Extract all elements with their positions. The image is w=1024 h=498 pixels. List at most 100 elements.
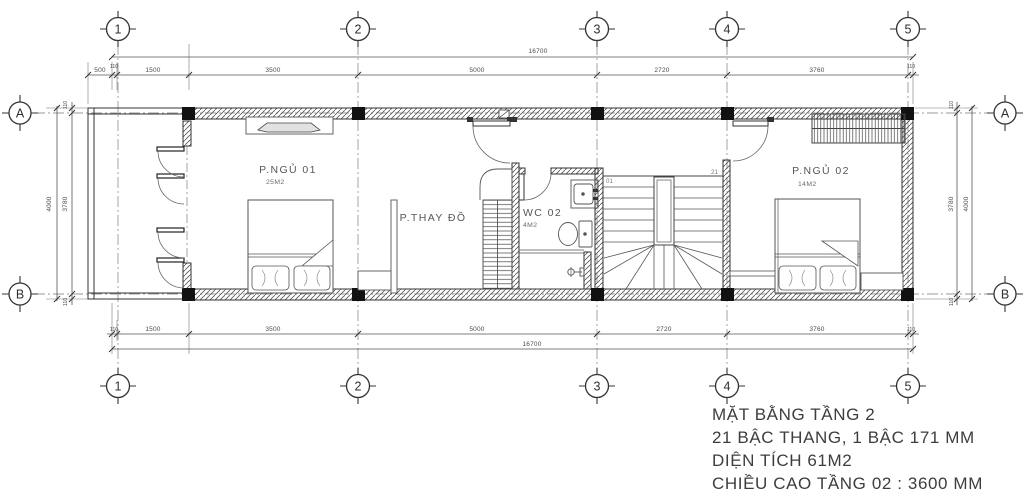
- dim-left-4000: 4000: [46, 196, 53, 211]
- dimension-top: 16700 500 110 1500 3500 5000 2720 3760 1…: [84, 44, 919, 104]
- blanket-fold: [820, 240, 859, 267]
- title-line-3: DIỆN TÍCH 61M2: [712, 451, 852, 470]
- bed-2: [774, 198, 861, 294]
- partition-panel: [390, 199, 398, 294]
- dressing-door: [467, 117, 517, 164]
- room-area-wc: 4M2: [523, 222, 537, 229]
- grid-bubble-1-top: 1: [115, 23, 122, 37]
- nightstand: [860, 272, 904, 291]
- title-line-4: CHIỀU CAO TẦNG 02 : 3600 MM: [712, 474, 983, 493]
- dim-bot-2720: 2720: [656, 326, 671, 333]
- dim-top-110b: 110: [907, 64, 915, 70]
- room-area-bed1: 25M2: [266, 179, 285, 186]
- dimension-right: 3780 4000 110 110: [915, 101, 978, 306]
- grid-bubble-4-top: 4: [724, 23, 731, 37]
- title-block: MẶT BẰNG TẦNG 2 21 BẬC THANG, 1 BẬC 171 …: [712, 405, 983, 493]
- grid-bubble-3-bottom: 3: [594, 380, 601, 394]
- dim-top-2720: 2720: [654, 67, 669, 74]
- wall-shower-stub: [583, 251, 592, 290]
- wall-wc-top-a: [518, 167, 526, 175]
- grid-bubble-4-bottom: 4: [724, 380, 731, 394]
- bedroom2-furniture: [729, 113, 906, 294]
- toilet: [558, 220, 593, 248]
- wall-left-stub-bottom: [182, 262, 192, 291]
- dim-bot-1500: 1500: [145, 326, 160, 333]
- dim-bot-3500: 3500: [265, 326, 280, 333]
- wall-left-stub-top: [182, 120, 192, 147]
- grid-bubble-2-top: 2: [355, 23, 362, 37]
- room-label-wc: WC 02: [523, 207, 562, 219]
- wardrobe-cap: [479, 168, 513, 200]
- grid-bubbles: 1 2 3 4 5 1 2 3 4 5 A B A B: [2, 11, 1023, 404]
- dim-right-110b: 110: [949, 298, 955, 306]
- title-line-1: MẶT BẰNG TẦNG 2: [712, 405, 875, 424]
- dim-bot-110b: 110: [907, 327, 915, 333]
- tv-set: [257, 122, 321, 133]
- stair-winders: [603, 244, 723, 290]
- wc-fixtures: [519, 179, 599, 277]
- room-label-dress: P.THAY ĐỒ: [400, 211, 467, 224]
- dressing-room-furniture: [357, 168, 513, 294]
- bedroom1-furniture: [245, 116, 334, 294]
- wall-vent-marker-line: [498, 109, 510, 119]
- grid-bubble-b-right: B: [1001, 288, 1009, 302]
- dimension-left: 4000 3780 110 110: [46, 101, 88, 306]
- grid-bubble-b-left: B: [16, 288, 24, 302]
- dim-left-110b: 110: [63, 298, 69, 306]
- dim-top-overall: 16700: [528, 48, 547, 55]
- dim-left-110a: 110: [63, 101, 69, 109]
- dim-bot-110a: 110: [110, 327, 118, 333]
- dim-right-4000: 4000: [963, 196, 970, 211]
- dim-top-3760: 3760: [809, 67, 824, 74]
- room-label-bed2: P.NGỦ 02: [792, 164, 850, 177]
- stair-step-first: 01: [606, 178, 613, 185]
- grid-bubble-2-bottom: 2: [355, 380, 362, 394]
- balcony-doors: [156, 146, 185, 289]
- wall-stair-right: [722, 159, 731, 290]
- grid-bubble-5-top: 5: [905, 23, 912, 37]
- bed-1: [247, 199, 334, 294]
- pillow: [251, 265, 290, 291]
- doors: [156, 117, 774, 289]
- dim-bot-overall: 16700: [522, 341, 541, 348]
- shower-curb: [519, 249, 584, 254]
- shower-tap: [567, 267, 585, 277]
- title-line-2: 21 BẬC THANG, 1 BẬC 171 MM: [712, 428, 975, 447]
- columns: [182, 107, 914, 301]
- stair-step-last: 21: [711, 169, 718, 176]
- dim-bot-3760: 3760: [809, 326, 824, 333]
- dim-top-5000: 5000: [469, 67, 484, 74]
- bedroom2-door: [732, 117, 774, 162]
- dimension-bottom: 110 1500 3500 5000 2720 3760 110 16700: [107, 303, 919, 354]
- grid-bubble-a-left: A: [16, 107, 25, 121]
- grid-bubble-5-bottom: 5: [905, 380, 912, 394]
- room-area-bed2: 14M2: [798, 181, 817, 188]
- dim-top-1500: 1500: [145, 67, 160, 74]
- grid-bubble-1-bottom: 1: [115, 380, 122, 394]
- bench: [729, 270, 776, 277]
- sink: [570, 179, 599, 209]
- wall-right: [901, 118, 914, 290]
- wall-wc-top-b: [550, 167, 599, 175]
- dim-top-3500: 3500: [265, 67, 280, 74]
- stairs: 01 21: [603, 169, 723, 290]
- room-labels: P.NGỦ 01 25M2 P.THAY ĐỒ WC 02 4M2 P.NGỦ …: [259, 163, 850, 229]
- dim-top-500: 500: [94, 67, 106, 74]
- wall-stair-left: [594, 167, 604, 290]
- dim-top-110a: 110: [110, 64, 118, 70]
- pillow: [819, 265, 857, 291]
- grid-bubble-a-right: A: [1001, 107, 1010, 121]
- dim-right-110a: 110: [949, 101, 955, 109]
- grid-bubble-3-top: 3: [594, 23, 601, 37]
- balcony: [87, 107, 188, 300]
- vanity-table: [357, 270, 392, 291]
- wall-wc-left: [511, 162, 520, 290]
- dim-left-3780: 3780: [62, 196, 69, 211]
- pillow: [293, 265, 331, 291]
- room-label-bed1: P.NGỦ 01: [259, 163, 317, 176]
- dim-right-3780: 3780: [948, 196, 955, 211]
- pillow: [778, 265, 817, 291]
- dim-bot-5000: 5000: [469, 326, 484, 333]
